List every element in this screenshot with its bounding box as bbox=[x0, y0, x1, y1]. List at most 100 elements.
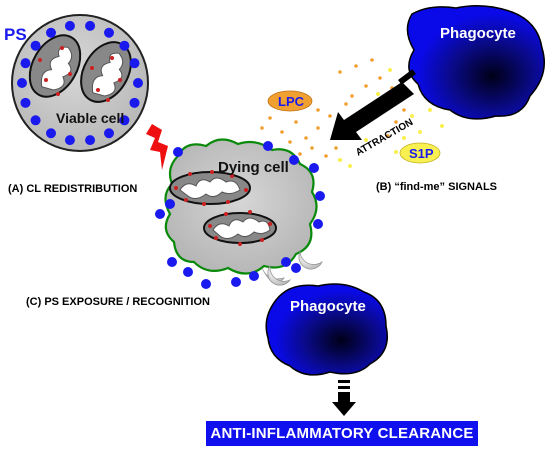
lpc-particle bbox=[344, 102, 348, 106]
cl-dot bbox=[248, 210, 252, 214]
s1p-particle bbox=[394, 150, 398, 154]
cl-dot bbox=[96, 88, 100, 92]
phosphatidylserine-dots bbox=[17, 20, 143, 146]
ps-dot bbox=[167, 257, 177, 267]
anti-inflammatory-clearance-banner: ANTI-INFLAMMATORY CLEARANCE bbox=[206, 421, 478, 446]
ps-dot bbox=[64, 20, 75, 31]
phagocyte-top-label: Phagocyte bbox=[440, 25, 516, 42]
ps-dot bbox=[119, 115, 130, 126]
ps-dot bbox=[64, 135, 75, 146]
cl-dot bbox=[214, 236, 218, 240]
cl-dot bbox=[226, 200, 230, 204]
s1p-particle bbox=[410, 114, 414, 118]
step-a-label: (A) CL REDISTRIBUTION bbox=[8, 183, 137, 195]
cardiolipin-dots bbox=[174, 170, 272, 246]
cl-dot bbox=[244, 188, 248, 192]
cardiolipin-dots bbox=[38, 46, 122, 102]
ps-dot bbox=[85, 20, 96, 31]
cl-dot bbox=[106, 98, 110, 102]
lpc-particle bbox=[316, 126, 320, 130]
phagocyte-bottom-label: Phagocyte bbox=[290, 298, 366, 315]
lpc-particle bbox=[328, 114, 332, 118]
ps-dot bbox=[104, 128, 114, 139]
cl-dot bbox=[110, 56, 114, 60]
s1p-badge bbox=[399, 142, 441, 164]
ps-dot bbox=[46, 27, 56, 38]
lpc-label: LPC bbox=[278, 94, 305, 109]
cl-dot bbox=[202, 202, 206, 206]
ps-dot bbox=[281, 257, 291, 267]
ps-dot bbox=[30, 40, 41, 51]
s1p-particle bbox=[418, 130, 422, 134]
ps-dot bbox=[129, 97, 140, 108]
ps-dot bbox=[20, 97, 31, 108]
cl-dot bbox=[90, 66, 94, 70]
lpc-particle bbox=[364, 84, 368, 88]
ps-dot bbox=[291, 263, 301, 273]
viable-cell bbox=[11, 14, 149, 152]
ps-dot bbox=[315, 191, 325, 201]
cl-dot bbox=[174, 186, 178, 190]
lpc-particle bbox=[354, 64, 358, 68]
lpc-particle bbox=[338, 70, 342, 74]
ps-dot bbox=[263, 141, 273, 151]
lpc-particle bbox=[324, 154, 328, 158]
cl-dot bbox=[56, 92, 60, 96]
ps-dot bbox=[129, 58, 140, 69]
ps-dot bbox=[133, 78, 143, 88]
cl-dot bbox=[38, 58, 42, 62]
lpc-particle bbox=[260, 126, 264, 130]
dying-cell bbox=[155, 138, 325, 289]
cl-dot bbox=[210, 170, 214, 174]
lpc-particle bbox=[304, 136, 308, 140]
cl-dot bbox=[260, 238, 264, 242]
ps-dot bbox=[104, 27, 114, 38]
ps-dot bbox=[313, 219, 323, 229]
lpc-particle bbox=[294, 120, 298, 124]
lpc-particle bbox=[394, 120, 398, 124]
ps-dot bbox=[231, 277, 241, 287]
ps-dot bbox=[155, 209, 165, 219]
mitochondrion-icon bbox=[80, 41, 132, 103]
s1p-particle bbox=[402, 136, 406, 140]
lpc-particle bbox=[298, 152, 302, 156]
lightning-bolt-icon bbox=[146, 124, 168, 170]
viable-cell-label: Viable cell bbox=[56, 110, 124, 126]
lpc-particle bbox=[280, 130, 284, 134]
ps-dot bbox=[183, 267, 193, 277]
cl-dot bbox=[208, 224, 212, 228]
lpc-particle bbox=[334, 146, 338, 150]
ps-dot bbox=[46, 128, 56, 139]
lpc-particle bbox=[288, 140, 292, 144]
ps-dot bbox=[309, 163, 319, 173]
ps-dot bbox=[119, 40, 130, 51]
outcome-label: ANTI-INFLAMMATORY CLEARANCE bbox=[210, 425, 474, 442]
s1p-particle bbox=[364, 138, 368, 142]
lpc-particle bbox=[402, 108, 406, 112]
ps-dot bbox=[201, 279, 211, 289]
s1p-particle bbox=[440, 124, 444, 128]
lpc-particle bbox=[350, 94, 354, 98]
cl-dot bbox=[68, 72, 72, 76]
cl-dot bbox=[188, 172, 192, 176]
phosphatidylserine-dots bbox=[155, 141, 325, 289]
step-c-label: (C) PS EXPOSURE / RECOGNITION bbox=[26, 296, 210, 308]
cl-dot bbox=[184, 198, 188, 202]
ps-dot bbox=[85, 135, 96, 146]
phagocyte-top bbox=[406, 5, 545, 120]
ps-dot bbox=[20, 58, 31, 69]
lpc-particle bbox=[386, 134, 390, 138]
lpc-badge bbox=[267, 90, 313, 112]
s1p-particle bbox=[348, 164, 352, 168]
lpc-particle bbox=[268, 116, 272, 120]
s1p-particle bbox=[376, 92, 380, 96]
s1p-particle bbox=[388, 68, 392, 72]
cl-dot bbox=[230, 174, 234, 178]
s1p-particle bbox=[338, 158, 342, 162]
cl-dot bbox=[268, 222, 272, 226]
cl-dot bbox=[238, 242, 242, 246]
ps-dot bbox=[30, 115, 41, 126]
lpc-particle bbox=[310, 146, 314, 150]
cl-dot bbox=[118, 78, 122, 82]
phagocyte-bottom bbox=[265, 283, 388, 376]
